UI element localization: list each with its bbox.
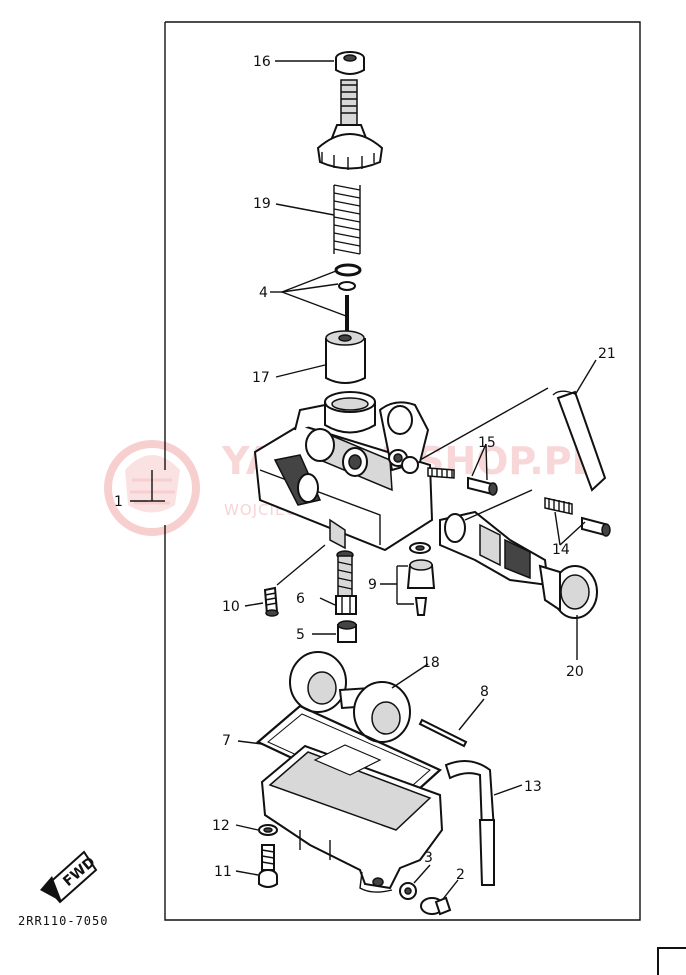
callout-16: 16 <box>253 54 271 70</box>
callout-12: 12 <box>212 818 230 834</box>
callout-labels: 1 2 3 4 5 6 7 8 9 10 11 12 13 14 15 16 1… <box>114 54 616 883</box>
part-14-throttle-stop-screw <box>544 497 611 537</box>
fwd-arrow-icon: FWD <box>40 850 99 904</box>
part-8-float-pin <box>418 718 468 748</box>
part-12-washer <box>258 824 278 836</box>
callout-19: 19 <box>253 196 271 212</box>
callout-10: 10 <box>222 599 240 615</box>
callout-6: 6 <box>296 591 305 607</box>
part-16-nut <box>335 51 365 75</box>
part-9-float-valve-seat <box>406 542 436 616</box>
callout-17: 17 <box>252 370 270 386</box>
part-18-float <box>289 651 411 743</box>
callout-9: 9 <box>368 577 377 593</box>
part-10-drain-screw <box>263 586 279 617</box>
part-float-chamber-bowl <box>260 744 444 893</box>
part-6-needle-jet <box>335 550 357 615</box>
assembly-frame <box>164 21 641 921</box>
callout-11: 11 <box>214 864 232 880</box>
part-17-throttle-valve <box>325 330 366 384</box>
part-mixing-chamber-top <box>316 79 384 170</box>
part-2-drain-plug <box>420 896 452 916</box>
callout-2: 2 <box>456 867 465 883</box>
part-4-needle-clip <box>334 263 362 291</box>
callout-14: 14 <box>552 542 570 558</box>
callout-8: 8 <box>480 684 489 700</box>
leader-lines <box>130 60 597 900</box>
callout-3: 3 <box>424 850 433 866</box>
callout-21: 21 <box>598 346 616 362</box>
callout-7: 7 <box>222 733 231 749</box>
drawing-code: 2RR110-7050 <box>18 914 108 928</box>
corner-bracket <box>657 947 686 975</box>
part-21-vent-hose <box>552 390 607 492</box>
callout-15: 15 <box>478 435 496 451</box>
part-13-overflow-hose <box>444 760 496 886</box>
part-19-spring <box>333 182 361 255</box>
callout-13: 13 <box>524 779 542 795</box>
callout-5: 5 <box>296 627 305 643</box>
part-15-pilot-air-screw <box>427 467 498 496</box>
part-3-washer <box>399 882 417 900</box>
part-11-screw <box>258 844 278 888</box>
callout-4: 4 <box>259 285 268 301</box>
callout-18: 18 <box>422 655 440 671</box>
part-20-starter-plunger <box>439 510 598 619</box>
part-5-main-jet <box>337 620 357 643</box>
part-1-carburetor-body <box>253 391 434 552</box>
callout-20: 20 <box>566 664 584 680</box>
callout-1: 1 <box>114 494 123 510</box>
